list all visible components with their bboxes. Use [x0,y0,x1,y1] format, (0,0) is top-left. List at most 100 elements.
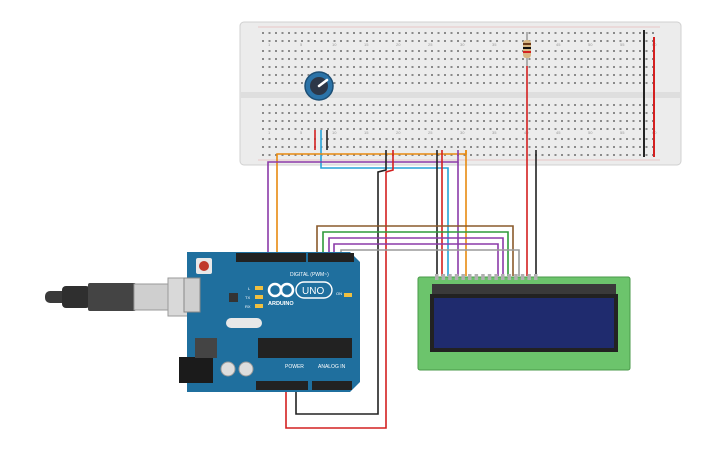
breadboard-hole[interactable] [606,138,609,140]
breadboard-hole[interactable] [522,104,524,106]
breadboard-hole[interactable] [372,120,375,122]
breadboard-hole[interactable] [548,138,550,140]
breadboard-hole[interactable] [405,154,407,156]
breadboard-hole[interactable] [574,146,576,148]
breadboard-hole[interactable] [639,58,641,60]
breadboard-hole[interactable] [535,66,537,68]
breadboard-hole[interactable] [632,112,635,114]
breadboard-hole[interactable] [509,104,511,106]
breadboard-hole[interactable] [268,58,271,60]
breadboard-hole[interactable] [333,74,336,76]
breadboard-hole[interactable] [470,128,472,130]
breadboard-hole[interactable] [366,128,368,130]
breadboard-hole[interactable] [626,154,628,156]
breadboard-hole[interactable] [502,32,505,34]
breadboard-hole[interactable] [548,66,550,68]
breadboard-hole[interactable] [411,50,414,52]
breadboard-hole[interactable] [496,146,498,148]
breadboard-hole[interactable] [567,58,570,60]
breadboard-hole[interactable] [268,128,271,130]
breadboard-hole[interactable] [281,138,284,140]
breadboard-hole[interactable] [307,154,310,156]
breadboard-hole[interactable] [431,128,433,130]
breadboard-hole[interactable] [346,154,349,156]
breadboard-hole[interactable] [619,128,622,130]
breadboard-hole[interactable] [463,58,466,60]
breadboard-hole[interactable] [333,120,336,122]
breadboard-hole[interactable] [268,66,271,68]
breadboard-hole[interactable] [535,58,537,60]
breadboard-hole[interactable] [353,154,355,156]
breadboard-hole[interactable] [626,66,628,68]
breadboard-hole[interactable] [262,128,264,130]
breadboard-hole[interactable] [372,138,375,140]
breadboard-hole[interactable] [509,74,511,76]
breadboard-hole[interactable] [587,112,589,114]
breadboard-hole[interactable] [288,138,290,140]
breadboard-hole[interactable] [333,138,336,140]
breadboard-hole[interactable] [613,104,615,106]
breadboard-hole[interactable] [359,82,362,84]
usb-cable[interactable] [45,277,195,317]
breadboard-hole[interactable] [541,58,544,60]
lcd-pin[interactable] [487,274,492,280]
breadboard-hole[interactable] [580,138,583,140]
breadboard-hole[interactable] [463,40,466,42]
breadboard-hole[interactable] [457,74,459,76]
breadboard-hole[interactable] [301,138,303,140]
breadboard-hole[interactable] [541,32,544,34]
breadboard-hole[interactable] [431,120,433,122]
breadboard-hole[interactable] [431,112,433,114]
breadboard-hole[interactable] [262,66,264,68]
breadboard-hole[interactable] [554,146,557,148]
breadboard-hole[interactable] [314,58,316,60]
breadboard-hole[interactable] [639,154,641,156]
breadboard-hole[interactable] [288,146,290,148]
breadboard-hole[interactable] [301,40,303,42]
breadboard-hole[interactable] [561,66,563,68]
breadboard-hole[interactable] [301,74,303,76]
breadboard-hole[interactable] [613,66,615,68]
breadboard-hole[interactable] [613,138,615,140]
breadboard-hole[interactable] [444,58,446,60]
breadboard-hole[interactable] [613,40,615,42]
breadboard-hole[interactable] [411,138,414,140]
breadboard-hole[interactable] [489,66,492,68]
breadboard-hole[interactable] [476,50,479,52]
breadboard-hole[interactable] [340,146,342,148]
breadboard-hole[interactable] [359,146,362,148]
lcd-pin-header[interactable] [435,274,538,280]
breadboard-hole[interactable] [437,58,440,60]
breadboard-hole[interactable] [600,82,602,84]
breadboard-hole[interactable] [496,138,498,140]
breadboard-hole[interactable] [372,32,375,34]
breadboard-hole[interactable] [606,32,609,34]
breadboard-hole[interactable] [496,74,498,76]
breadboard-hole[interactable] [288,82,290,84]
breadboard-hole[interactable] [314,40,316,42]
breadboard-hole[interactable] [600,104,602,106]
breadboard-hole[interactable] [359,104,362,106]
breadboard-hole[interactable] [307,112,310,114]
breadboard-hole[interactable] [424,154,427,156]
breadboard-hole[interactable] [320,112,323,114]
breadboard-hole[interactable] [580,82,583,84]
breadboard-hole[interactable] [379,40,381,42]
breadboard-hole[interactable] [379,82,381,84]
breadboard-hole[interactable] [632,138,635,140]
breadboard-hole[interactable] [567,128,570,130]
breadboard-hole[interactable] [327,50,329,52]
lcd-pin[interactable] [514,274,518,280]
breadboard-hole[interactable] [457,104,459,106]
breadboard-hole[interactable] [262,138,264,140]
breadboard-hole[interactable] [554,32,557,34]
breadboard-hole[interactable] [574,138,576,140]
breadboard-hole[interactable] [392,40,394,42]
breadboard-hole[interactable] [437,66,440,68]
breadboard-hole[interactable] [548,82,550,84]
breadboard-hole[interactable] [580,32,583,34]
breadboard-hole[interactable] [340,120,342,122]
breadboard-hole[interactable] [385,32,388,34]
breadboard-hole[interactable] [645,50,648,52]
breadboard-hole[interactable] [275,154,277,156]
